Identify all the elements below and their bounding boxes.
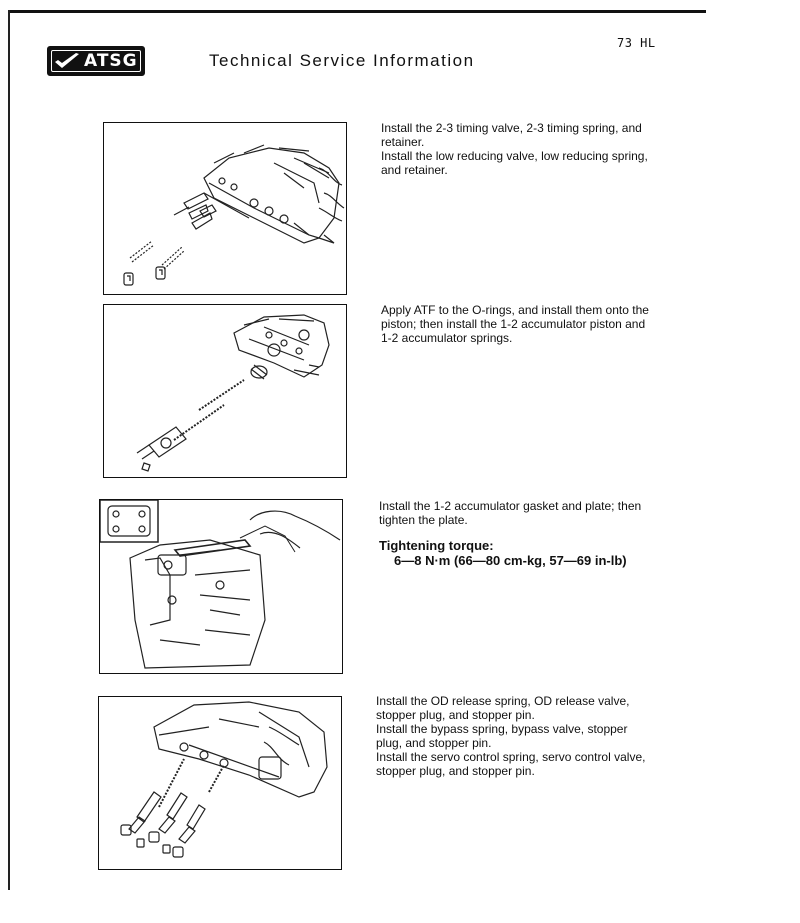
step-3-text: Install the 1-2 accumulator gasket and p…: [379, 499, 654, 568]
step-4-text: Install the OD release spring, OD releas…: [376, 694, 651, 778]
figure-timing-valve: [103, 122, 347, 295]
top-border-rule: [8, 10, 706, 13]
figure-accumulator-plate: [99, 499, 343, 674]
page-number: 73 HL: [617, 36, 656, 50]
torque-value: 6—8 N·m (66—80 cm-kg, 57—69 in-lb): [394, 553, 627, 568]
atsg-logo: ATSG: [47, 46, 145, 76]
figure-od-release-valve: [98, 696, 342, 870]
step-4-line-1: Install the OD release spring, OD releas…: [376, 694, 630, 722]
logo-text: ATSG: [84, 51, 138, 71]
step-1-line-2: Install the low reducing valve, low redu…: [381, 149, 648, 177]
figure-accumulator-piston: [103, 304, 347, 478]
step-2-line-1: Apply ATF to the O-rings, and install th…: [381, 303, 649, 345]
step-4-line-2: Install the bypass spring, bypass valve,…: [376, 722, 628, 750]
step-2-text: Apply ATF to the O-rings, and install th…: [381, 303, 656, 345]
checkmark-icon: [55, 53, 79, 68]
step-1-text: Install the 2-3 timing valve, 2-3 timing…: [381, 121, 656, 177]
step-1-line-1: Install the 2-3 timing valve, 2-3 timing…: [381, 121, 642, 149]
left-border-rule: [8, 10, 10, 890]
torque-label: Tightening torque:: [379, 538, 494, 553]
step-4-line-3: Install the servo control spring, servo …: [376, 750, 646, 778]
step-3-line-1: Install the 1-2 accumulator gasket and p…: [379, 499, 642, 527]
page-title: Technical Service Information: [209, 51, 475, 70]
